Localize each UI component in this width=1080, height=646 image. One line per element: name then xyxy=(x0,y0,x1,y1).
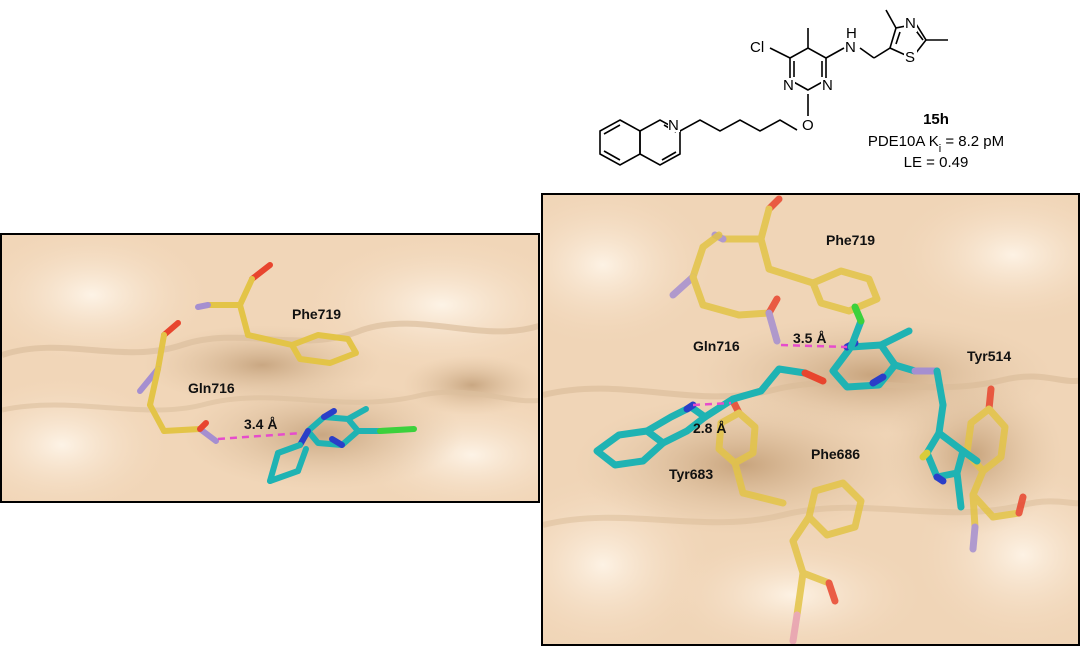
thiazole-n-atom: N xyxy=(905,15,916,32)
residue-label-phe719-right: Phe719 xyxy=(826,232,875,248)
ether-o-atom: O xyxy=(802,117,814,134)
distance-label-right-b: 2.8 Å xyxy=(693,420,726,436)
structure-drawing: N O N N Cl N H N S 15h PDE10A Ki = 8.2 p… xyxy=(599,9,1004,171)
quinoline-n-atom: N xyxy=(668,117,679,134)
amine-n-atom: N xyxy=(845,39,856,56)
pyrimidine-n1-atom: N xyxy=(783,77,794,94)
gln716-residue-left xyxy=(137,320,219,444)
compound-id: 15h xyxy=(923,111,949,128)
phe719-residue-right xyxy=(711,195,881,315)
phe686-residue-right xyxy=(789,479,865,644)
hbond-left xyxy=(217,431,303,441)
chlorine-atom: Cl xyxy=(750,39,764,56)
distance-label-right-a: 3.5 Å xyxy=(793,330,826,346)
gln716-residue-right xyxy=(669,231,781,345)
ligand-fragment-left xyxy=(267,406,417,484)
ligand-15h-right xyxy=(593,303,981,511)
pocket-render-right: Phe719 Gln716 Tyr514 Tyr683 Phe686 3.5 Å… xyxy=(543,195,1078,644)
residue-label-phe719-left: Phe719 xyxy=(292,306,341,322)
residue-label-gln716-left: Gln716 xyxy=(188,380,235,396)
residue-label-tyr683-right: Tyr683 xyxy=(669,466,713,482)
distance-label-left: 3.4 Å xyxy=(244,416,277,432)
pyrimidine-ring xyxy=(789,47,827,91)
ligand-efficiency-label: LE = 0.49 xyxy=(904,154,969,171)
activity-label: PDE10A Ki = 8.2 pM xyxy=(868,133,1004,155)
tyr683-residue-right xyxy=(715,397,787,507)
residue-label-phe686-right: Phe686 xyxy=(811,446,860,462)
thiazole-s-atom: S xyxy=(905,49,915,66)
quinoline-benzo-ring xyxy=(599,119,641,166)
residue-label-tyr514-right: Tyr514 xyxy=(967,348,1011,364)
pyrimidine-n3-atom: N xyxy=(822,77,833,94)
binding-pocket-panel-right: Phe719 Gln716 Tyr514 Tyr683 Phe686 3.5 Å… xyxy=(541,193,1080,646)
quinoline-pyridine-ring xyxy=(639,119,681,166)
amine-h-atom: H xyxy=(846,25,857,42)
pocket-render-left: Phe719 Gln716 3.4 Å xyxy=(2,235,538,501)
chemical-structure-15h: N O N N Cl N H N S 15h PDE10A Ki = 8.2 p… xyxy=(590,0,1010,186)
residue-label-gln716-right: Gln716 xyxy=(693,338,740,354)
butyl-linker xyxy=(679,119,798,132)
binding-pocket-panel-left: Phe719 Gln716 3.4 Å xyxy=(0,233,540,503)
tyr514-residue-right xyxy=(963,385,1027,553)
phe719-residue-left xyxy=(195,262,359,366)
hbond-right-b xyxy=(692,401,732,407)
